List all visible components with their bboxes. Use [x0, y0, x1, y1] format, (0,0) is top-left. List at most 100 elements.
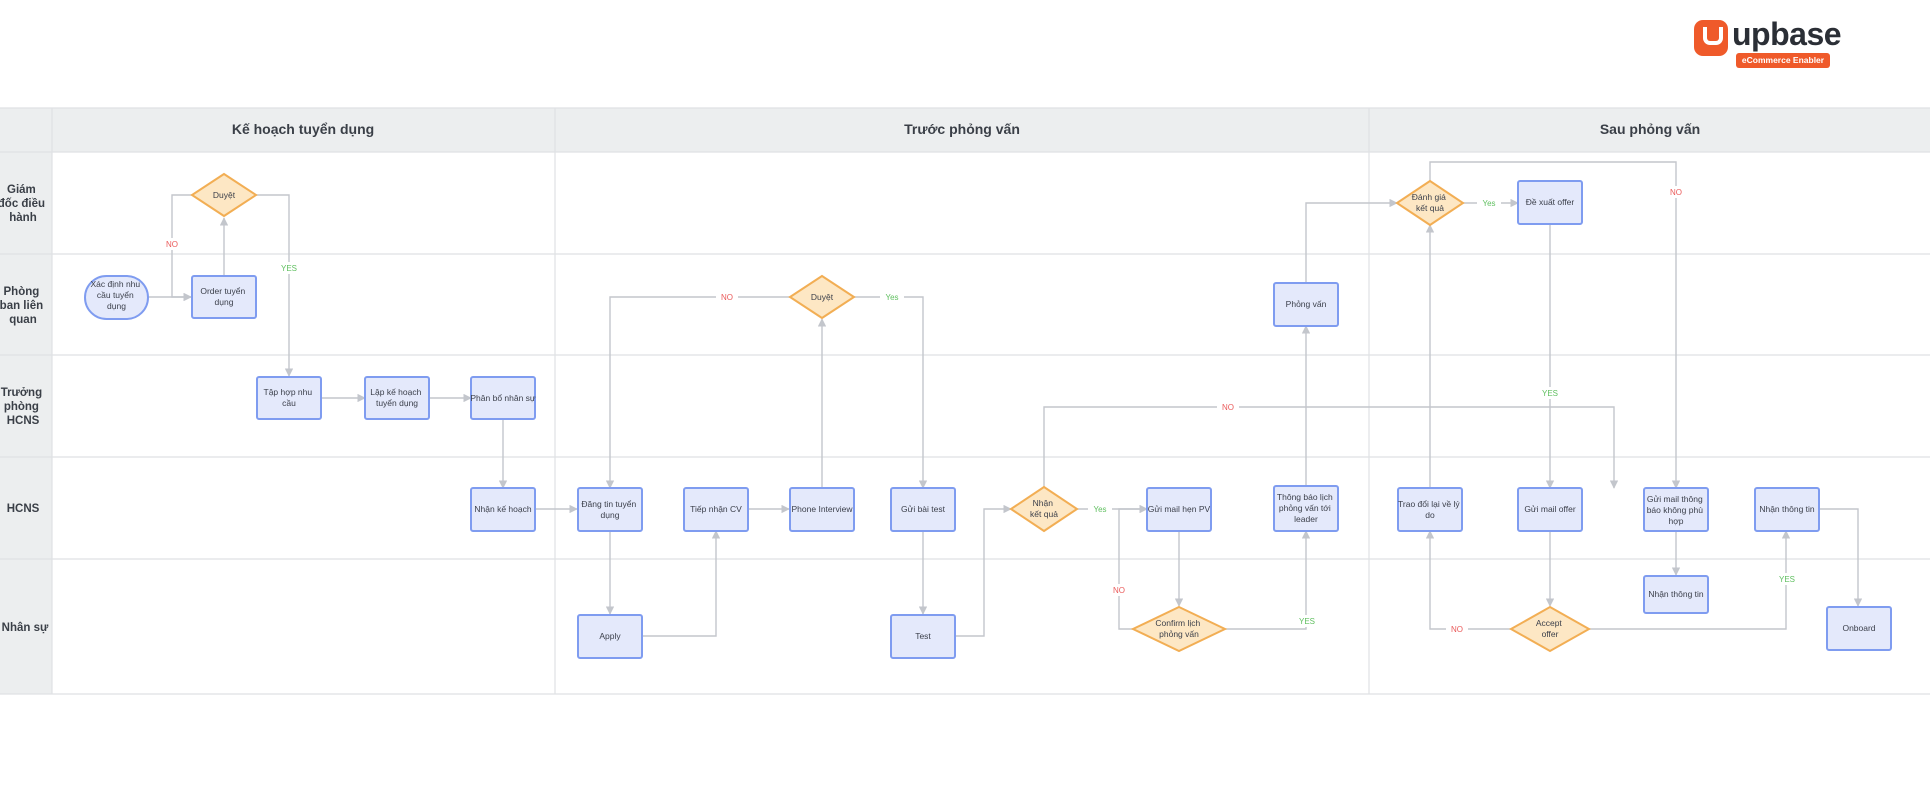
- lane-label-related-dept: Phòng ban liên quan: [0, 286, 46, 326]
- svg-text:Phỏng vấn: Phỏng vấn: [1286, 299, 1327, 309]
- svg-text:Xác định nhu cầu tuyển: Xác định nhu cầu tuyển dụng: [91, 279, 143, 311]
- svg-text:Gửi bài test: Gửi bài test: [901, 504, 946, 514]
- label-no-confirm: NO: [1113, 586, 1125, 595]
- edge-duyet1-yes-taphop: [256, 194, 294, 377]
- svg-text:Gửi mail thông báo không: Gửi mail thông báo không phù hợp: [1647, 494, 1706, 526]
- svg-text:Nhận kế hoạch: Nhận kế hoạch: [474, 504, 531, 514]
- connectors: [148, 161, 1863, 637]
- node-gui-bai-test[interactable]: Gửi bài test: [890, 487, 956, 532]
- node-confirm-lich-phong-van[interactable]: Confirm lịch phỏng vấn: [1130, 605, 1228, 653]
- edge-confirm-yes-thongbao: [1225, 530, 1311, 630]
- node-gui-mail-khong-phu-hop[interactable]: Gửi mail thông báo không phù hợp: [1643, 487, 1709, 532]
- svg-text:Confirm lịch phỏng vấn: Confirm lịch phỏng vấn: [1155, 618, 1202, 639]
- svg-text:Apply: Apply: [599, 631, 621, 641]
- node-gui-mail-offer[interactable]: Gửi mail offer: [1517, 487, 1583, 532]
- svg-text:Phone Interview: Phone Interview: [792, 504, 854, 514]
- phase-header-before-interview: Trước phỏng vấn: [904, 121, 1020, 137]
- label-no-duyet2: NO: [721, 293, 733, 302]
- edge-accept-no-trandoi: [1425, 530, 1511, 630]
- label-yes-duyet1: YES: [281, 264, 297, 273]
- edge-nhanthongtin-onboard: [1818, 508, 1863, 607]
- upbase-logo: upbase eCommerce Enabler: [1694, 16, 1842, 70]
- svg-text:Nhận thông tin: Nhận thông tin: [1648, 589, 1704, 599]
- edge-nhanketqua-no-guimailkhong: [1043, 406, 1619, 489]
- svg-text:Duyệt: Duyệt: [213, 190, 236, 200]
- lane-label-column: [0, 152, 52, 694]
- edge-apply-tiepnhan: [642, 530, 721, 637]
- phase-header-after-interview: Sau phỏng vấn: [1600, 121, 1700, 137]
- grid-lines: [0, 107, 1930, 695]
- svg-text:Tiếp nhận CV: Tiếp nhận CV: [690, 504, 742, 514]
- svg-text:Gửi mail hẹn PV: Gửi mail hẹn PV: [1148, 504, 1211, 514]
- node-danh-gia-ket-qua[interactable]: Đánh giá kết quả: [1395, 179, 1465, 227]
- edge-accept-yes-nhanthongtin: [1589, 530, 1791, 630]
- lane-label-candidate: Nhân sự: [2, 622, 49, 634]
- node-apply[interactable]: Apply: [577, 614, 643, 659]
- node-test[interactable]: Test: [890, 614, 956, 659]
- label-no-danhgia: NO: [1670, 188, 1682, 197]
- svg-text:Gửi mail offer: Gửi mail offer: [1524, 504, 1576, 514]
- svg-text:Nhận kết quả: Nhận kết quả: [1030, 498, 1058, 519]
- node-thong-bao-lich-pv[interactable]: Thông báo lịch phỏng vấn tới leader: [1273, 485, 1339, 532]
- svg-text:Đăng tin tuyển dụng: Đăng tin tuyển dụng: [581, 499, 638, 520]
- svg-text:Phân bổ nhân sự: Phân bổ nhân sự: [470, 393, 536, 403]
- node-phong-van[interactable]: Phỏng vấn: [1273, 282, 1339, 327]
- svg-text:Tập hợp nhu cầu: Tập hợp nhu cầu: [264, 387, 315, 408]
- edge-labels: NO YES NO Yes Yes NO NO YES Yes NO YES N…: [162, 186, 1799, 635]
- node-nhan-thong-tin-candidate[interactable]: Nhận thông tin: [1643, 575, 1709, 614]
- node-gui-mail-hen-pv[interactable]: Gửi mail hẹn PV: [1146, 487, 1212, 532]
- label-no-nhanketqua: NO: [1222, 403, 1234, 412]
- node-phone-interview[interactable]: Phone Interview: [789, 487, 855, 532]
- edge-test-nhanketqua: [955, 504, 1012, 637]
- label-yes-duyet2: Yes: [885, 293, 898, 302]
- node-duyet-pre-interview[interactable]: Duyệt: [788, 274, 856, 320]
- node-tap-hop-nhu-cau[interactable]: Tập hợp nhu cầu: [256, 376, 322, 420]
- edge-danhgia-no-guimailkhong: [1429, 161, 1681, 489]
- node-nhan-thong-tin-hr[interactable]: Nhận thông tin: [1754, 487, 1820, 532]
- label-yes-accept: YES: [1779, 575, 1795, 584]
- svg-text:Trao đổi lại về lý do: Trao đổi lại về lý do: [1398, 499, 1462, 520]
- upbase-u-icon: [1694, 20, 1728, 56]
- svg-text:Duyệt: Duyệt: [811, 292, 834, 302]
- node-trao-doi-ly-do[interactable]: Trao đổi lại về lý do: [1397, 487, 1463, 532]
- phase-header-band: [0, 108, 1930, 152]
- node-tiep-nhan-cv[interactable]: Tiếp nhận CV: [683, 487, 749, 532]
- edge-duyet2-yes-guibaitest: [854, 296, 928, 489]
- label-yes-confirm: YES: [1299, 617, 1315, 626]
- svg-text:Nhận thông tin: Nhận thông tin: [1759, 504, 1815, 514]
- node-dang-tin-tuyen-dung[interactable]: Đăng tin tuyển dụng: [577, 487, 643, 532]
- edge-duyet2-no-dangtin: [605, 296, 790, 489]
- svg-text:Lập kế hoạch tuyển dụng: Lập kế hoạch tuyển dụng: [370, 387, 423, 408]
- node-phan-bo-nhan-su[interactable]: Phân bổ nhân sự: [470, 376, 536, 420]
- svg-text:Thông báo lịch phỏng vấn: Thông báo lịch phỏng vấn tới leader: [1277, 492, 1335, 524]
- node-nhan-ket-qua[interactable]: Nhận kết quả: [1009, 485, 1079, 533]
- lane-label-hr: HCNS: [7, 503, 40, 515]
- node-onboard[interactable]: Onboard: [1826, 606, 1892, 651]
- label-no-accept: NO: [1451, 625, 1463, 634]
- lane-label-ceo: Giám đốc điều hành: [0, 184, 48, 224]
- node-duyet-plan[interactable]: Duyệt: [190, 172, 258, 218]
- svg-text:Đánh giá kết quả: Đánh giá kết quả: [1412, 192, 1448, 213]
- svg-text:Onboard: Onboard: [1842, 623, 1875, 633]
- label-yes-danhgia: Yes: [1482, 199, 1495, 208]
- node-accept-offer[interactable]: Accept offer: [1508, 605, 1592, 653]
- label-yes-nhanketqua: Yes: [1093, 505, 1106, 514]
- node-nhan-ke-hoach[interactable]: Nhận kế hoạch: [470, 487, 536, 532]
- label-yes-dexuat: YES: [1542, 389, 1558, 398]
- svg-text:Order tuyển dụng: Order tuyển dụng: [200, 286, 247, 307]
- node-order-tuyen-dung[interactable]: Order tuyển dụng: [191, 275, 257, 319]
- lane-label-hr-head: Trưởng phòng HCNS: [1, 387, 46, 427]
- phase-header-planning: Kế hoạch tuyển dụng: [232, 121, 374, 137]
- label-no-duyet1: NO: [166, 240, 178, 249]
- node-lap-ke-hoach[interactable]: Lập kế hoạch tuyển dụng: [364, 376, 430, 420]
- node-de-xuat-offer[interactable]: Đề xuất offer: [1517, 180, 1583, 225]
- brand-tagline: eCommerce Enabler: [1736, 53, 1830, 68]
- svg-text:Test: Test: [915, 631, 931, 641]
- node-xac-dinh-nhu-cau[interactable]: Xác định nhu cầu tuyển dụng: [84, 275, 149, 320]
- svg-text:Đề xuất offer: Đề xuất offer: [1526, 197, 1575, 207]
- brand-name: upbase: [1732, 16, 1842, 52]
- svg-text:Accept offer: Accept offer: [1536, 618, 1564, 639]
- edge-phongvan-danhgia: [1305, 198, 1398, 283]
- edge-confirm-no-guimailhen: [1118, 504, 1148, 630]
